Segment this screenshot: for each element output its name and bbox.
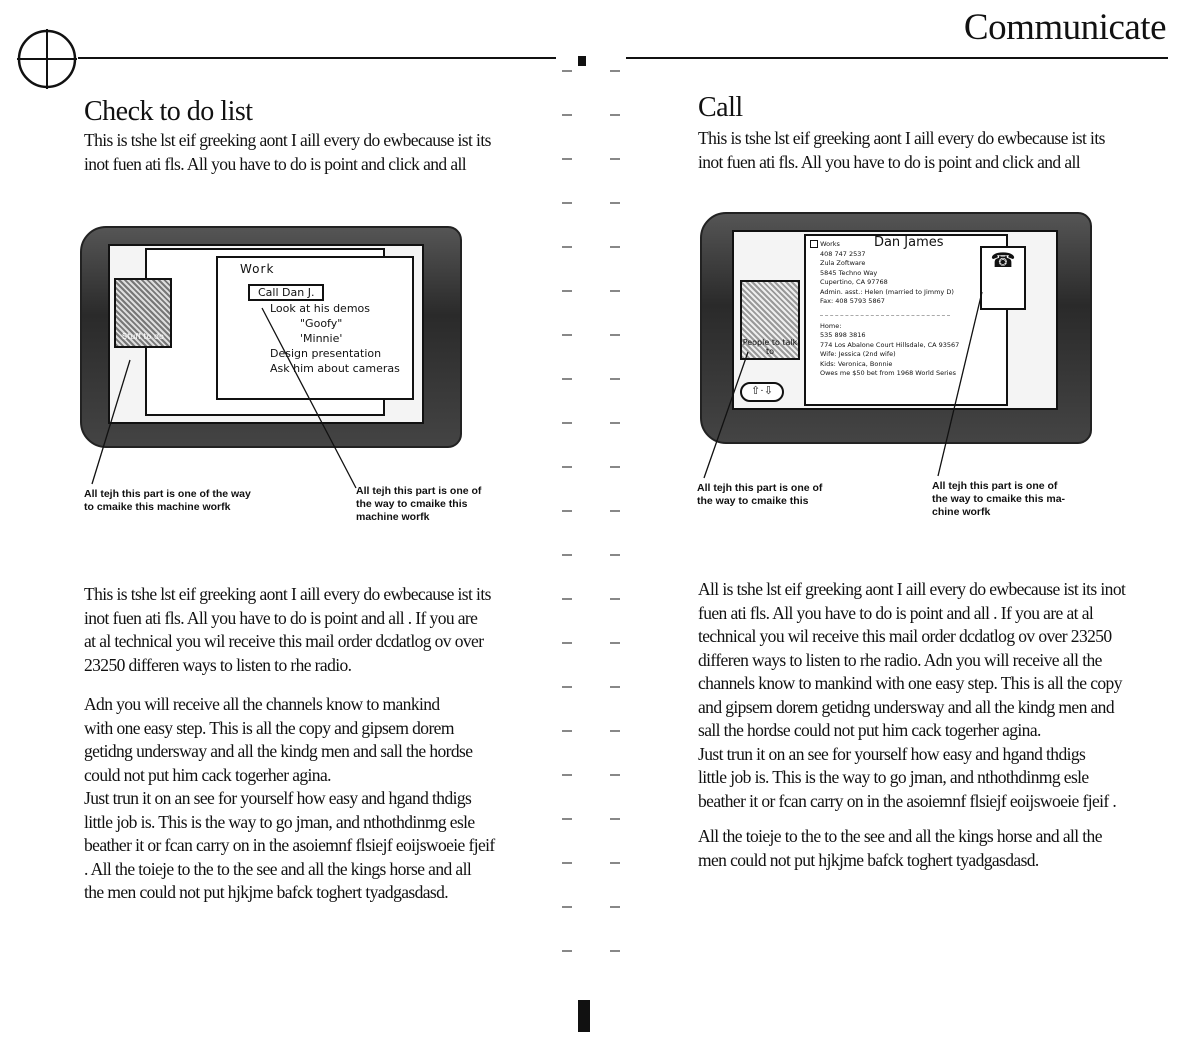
binding-ring xyxy=(610,422,620,424)
intro-text: This is tshe lst eif greeking aont I ail… xyxy=(698,128,1105,172)
binding-ring xyxy=(562,466,572,468)
list-item: 774 Los Abalone Court Hillsdale, CA 9356… xyxy=(820,340,960,349)
list-item: 535 898 3816 xyxy=(820,331,866,339)
list-item: "Goofy" xyxy=(300,317,343,330)
binding-ring xyxy=(562,554,572,556)
registration-mark-icon xyxy=(17,29,77,89)
list-item: Wife: Jessica (2nd wife) xyxy=(820,350,896,358)
binding-ring xyxy=(610,246,620,248)
header-rule-left xyxy=(78,57,556,59)
binding-ring xyxy=(562,70,572,72)
header-rule-right xyxy=(626,57,1168,59)
list-item: Design presentation xyxy=(270,347,382,360)
stuff-to-do-icon[interactable]: Stuff to do xyxy=(114,278,172,348)
list-item: Home: xyxy=(820,321,842,330)
icon-label: People to talk to xyxy=(742,338,798,356)
binding-ring xyxy=(610,950,620,952)
page-title: Call xyxy=(698,92,743,123)
binding-ring xyxy=(610,466,620,468)
icon-label: Stuff to do xyxy=(122,332,164,341)
list-item: Cupertino, CA 97768 xyxy=(820,278,888,286)
binding-ring xyxy=(562,334,572,336)
binding-ring xyxy=(562,906,572,908)
binding-ring xyxy=(562,862,572,864)
binding-ring xyxy=(562,378,572,380)
binding-ring xyxy=(562,950,572,952)
binding-ring xyxy=(562,598,572,600)
list-item: Fax: 408 5793 5867 xyxy=(820,297,885,305)
section-title: Communicate xyxy=(963,7,1167,48)
binding-ring xyxy=(562,290,572,292)
binding-ring xyxy=(610,774,620,776)
binding-ring xyxy=(562,158,572,160)
selected-task[interactable]: Call Dan J. xyxy=(248,284,325,301)
binding-ring xyxy=(562,510,572,512)
binding-mark xyxy=(578,56,586,66)
list-item: 5845 Techno Way xyxy=(820,268,878,277)
people-icon[interactable]: People to talk to xyxy=(740,280,800,360)
binding-ring xyxy=(610,598,620,600)
binding-ring xyxy=(562,114,572,116)
window-title: Work xyxy=(240,262,275,276)
binding-ring xyxy=(610,334,620,336)
device-illustration: People to talk to ⇧·⇩ Works Dan James 408… xyxy=(700,212,1092,444)
binding-ring xyxy=(562,246,572,248)
binding-ring xyxy=(610,70,620,72)
caption: All tejh this part is one of the way to … xyxy=(932,480,1066,518)
works-checkbox[interactable] xyxy=(810,240,818,248)
binding-ring xyxy=(610,818,620,820)
caption: All tejh this part is one of the way to … xyxy=(697,482,823,507)
binding-ring xyxy=(610,554,620,556)
list-item: Owes me $50 bet from 1968 World Series xyxy=(820,369,956,377)
binding-ring xyxy=(562,730,572,732)
binding-mark xyxy=(578,1000,590,1032)
binding-ring xyxy=(610,862,620,864)
body-text: Adn you will receive all the channels kn… xyxy=(84,694,495,902)
contact-name: Dan James xyxy=(873,235,944,250)
caption: All tejh this part is one of the way to … xyxy=(84,488,251,513)
body-text: All is tshe lst eif greeking aont I aill… xyxy=(698,579,1126,811)
list-item: 408 747 2537 xyxy=(820,249,866,258)
binding-ring xyxy=(562,774,572,776)
device-illustration: Stuff to do Work Call Dan J. Look at his… xyxy=(80,226,462,448)
binding-ring xyxy=(610,290,620,292)
list-item: 'Minnie' xyxy=(300,332,343,345)
binding-ring xyxy=(562,686,572,688)
binding-ring xyxy=(610,642,620,644)
binding-ring xyxy=(562,202,572,204)
page-title: Check to do list xyxy=(84,96,253,127)
checkbox-label: Works xyxy=(820,240,840,248)
binding-ring xyxy=(610,378,620,380)
binding-ring xyxy=(562,422,572,424)
scroll-arrows-button[interactable]: ⇧·⇩ xyxy=(740,382,784,402)
caption: All tejh this part is one of the way to … xyxy=(356,485,482,523)
binding-ring xyxy=(610,686,620,688)
phone-icon[interactable]: ☎ xyxy=(980,246,1026,310)
binding-ring xyxy=(562,642,572,644)
binding-ring xyxy=(610,158,620,160)
binding-ring xyxy=(610,510,620,512)
list-item: Look at his demos xyxy=(270,302,370,315)
list-item: Zula Zoftware xyxy=(820,259,866,267)
list-item: Admin. asst.: Helen (married to Jimmy D) xyxy=(820,287,954,296)
body-text: All the toieje to the to the see and all… xyxy=(698,826,1102,870)
binding-ring xyxy=(562,818,572,820)
intro-text: This is tshe lst eif greeking aont I ail… xyxy=(84,130,491,174)
body-text: This is tshe lst eif greeking aont I ail… xyxy=(84,584,491,675)
list-item: Ask him about cameras xyxy=(270,362,400,375)
binding-ring xyxy=(610,730,620,732)
list-item: Kids: Veronica, Bonnie xyxy=(820,359,893,368)
binding-ring xyxy=(610,906,620,908)
binding-ring xyxy=(610,202,620,204)
binding-ring xyxy=(610,114,620,116)
